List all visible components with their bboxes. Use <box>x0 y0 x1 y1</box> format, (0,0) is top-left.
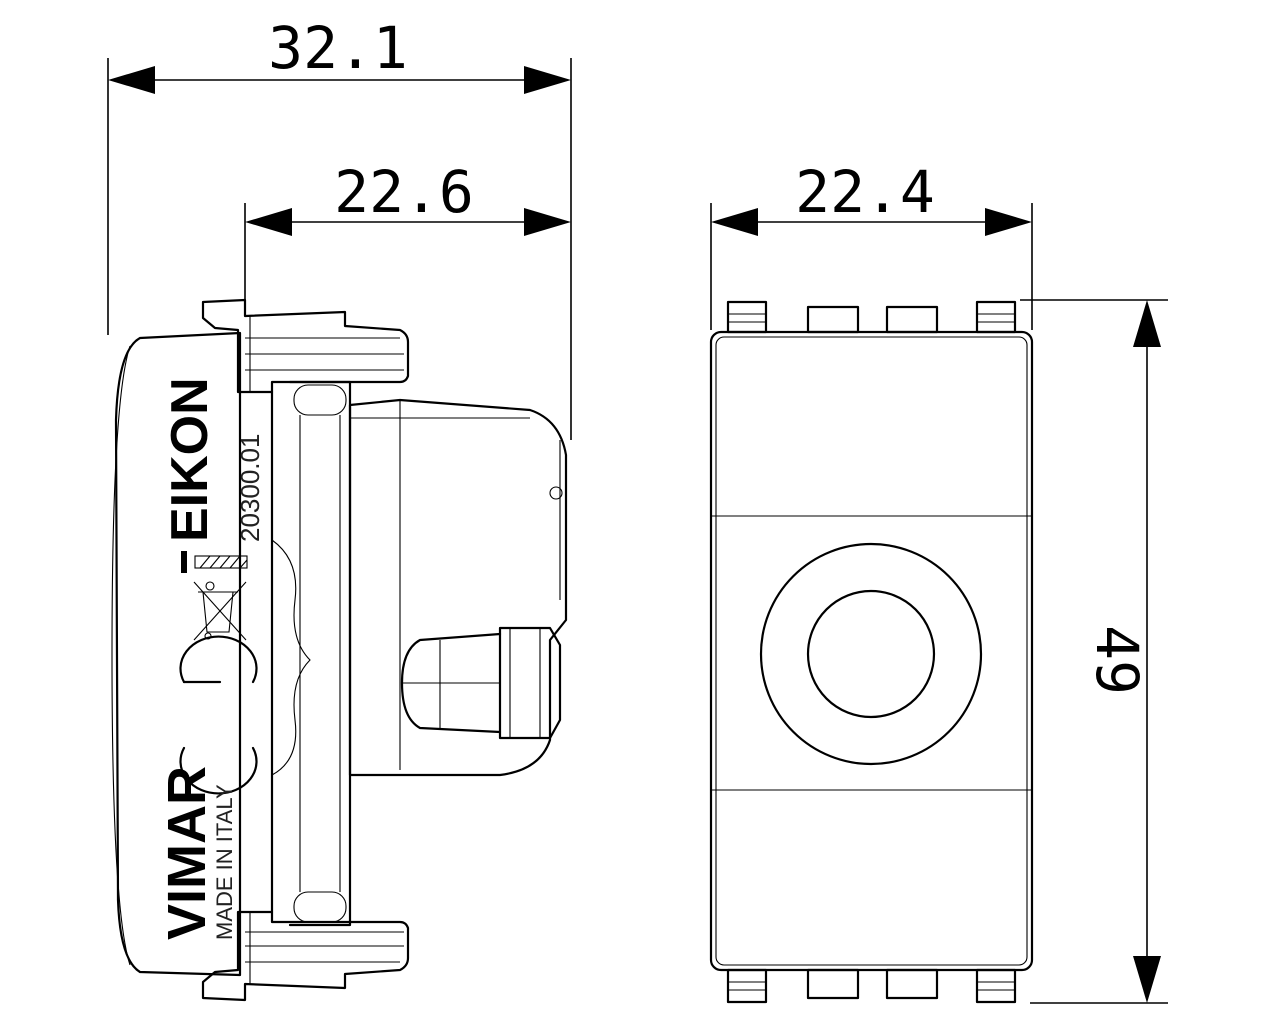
dim-width: 22.4 <box>710 158 1033 330</box>
hatch-patch-icon <box>181 551 248 573</box>
side-view: EIKON 20300.01 VIMAR MADE IN ITALY <box>111 298 568 1002</box>
top-clip <box>201 298 410 394</box>
dim-height: 49 <box>1020 299 1168 1004</box>
weee-bin-icon <box>193 581 247 641</box>
dim-body-depth-label: 22.6 <box>334 158 474 226</box>
front-view <box>709 300 1034 1004</box>
series-label: EIKON <box>161 377 219 542</box>
dim-overall-depth-label: 32.1 <box>268 14 408 82</box>
dim-overall-depth: 32.1 <box>107 14 572 440</box>
dim-body-depth: 22.6 <box>244 158 571 300</box>
front-cover <box>114 331 242 977</box>
product-code-label: 20300.01 <box>235 434 265 542</box>
terminal-connector <box>498 626 562 740</box>
dim-height-label: 49 <box>1083 625 1151 695</box>
bottom-tabs <box>726 968 1017 1004</box>
brand-label: VIMAR <box>157 766 217 940</box>
push-button-icon <box>759 542 983 766</box>
dim-width-label: 22.4 <box>795 158 935 226</box>
bottom-clip <box>201 910 410 1002</box>
top-tabs <box>726 300 1017 334</box>
ce-mark-icon <box>179 635 258 795</box>
front-plate <box>709 330 1034 972</box>
rear-body <box>348 398 568 777</box>
origin-label: MADE IN ITALY <box>212 784 237 940</box>
